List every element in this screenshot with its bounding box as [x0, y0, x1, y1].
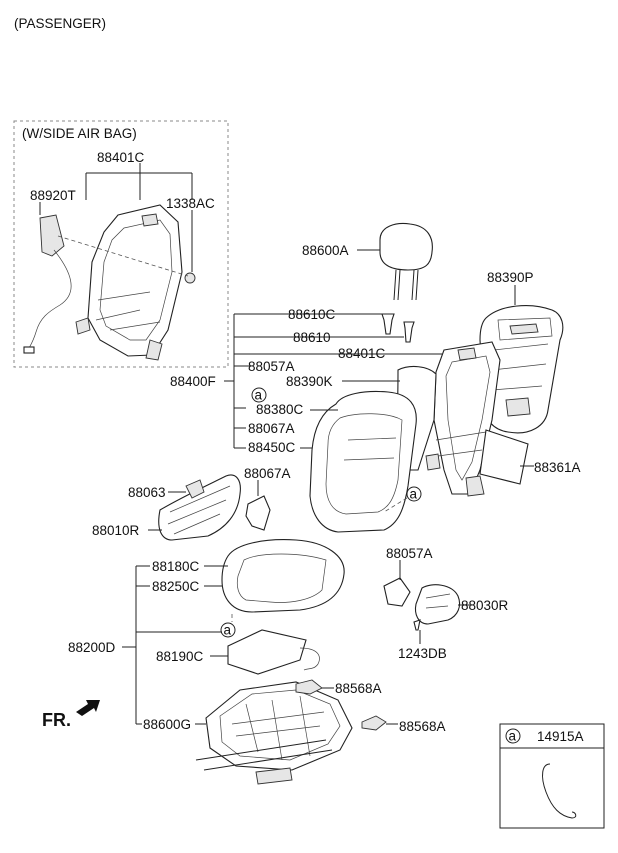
label-88067A-a: 88067A	[248, 421, 295, 436]
headrest	[379, 222, 433, 301]
seat-back-cushion	[309, 390, 417, 533]
label-88568A-b: 88568A	[399, 719, 446, 734]
label-1243DB: 1243DB	[398, 646, 447, 661]
label-88610: 88610	[293, 330, 331, 345]
part-88568A-2	[361, 715, 387, 731]
clip-14915A	[542, 763, 577, 819]
label-88401C: 88401C	[338, 346, 386, 361]
legend-ref: a	[509, 729, 517, 744]
label-88600A: 88600A	[302, 243, 349, 258]
label-88400F: 88400F	[170, 374, 216, 389]
seat-cushion	[221, 539, 345, 613]
recliner-bracket	[383, 577, 411, 607]
airbag-seat-back-frame	[75, 204, 183, 361]
side-airbag-box	[13, 120, 229, 368]
direction-label: FR.	[42, 710, 71, 730]
seat-back-cover	[479, 305, 564, 434]
label-88920T: 88920T	[30, 188, 76, 203]
label-88200D: 88200D	[68, 640, 116, 655]
label-88610C: 88610C	[288, 307, 336, 322]
cushion-pad-88190C	[227, 629, 320, 675]
label-88450C: 88450C	[248, 440, 296, 455]
label-88180C: 88180C	[152, 559, 200, 574]
label-88030R: 88030R	[461, 598, 509, 613]
callout-a-2	[406, 486, 422, 502]
seat-cushion-frame	[195, 681, 353, 785]
page-title: (PASSENGER)	[14, 16, 106, 31]
callout-a-3	[220, 622, 236, 638]
callout-a-3-letter: a	[224, 623, 232, 638]
label-88010R: 88010R	[92, 523, 140, 538]
side-shield	[158, 474, 241, 541]
label-88190C: 88190C	[156, 649, 204, 664]
front-arrow-icon	[76, 700, 100, 716]
legend-part: 14915A	[537, 729, 584, 744]
label-88600G: 88600G	[143, 717, 191, 732]
label-88401C-top: 88401C	[97, 150, 145, 165]
label-88361A: 88361A	[534, 460, 581, 475]
label-88067A-b: 88067A	[244, 466, 291, 481]
part-88568A-1	[295, 679, 323, 695]
side-airbag-box-title: (W/SIDE AIR BAG)	[22, 126, 137, 141]
label-88380C: 88380C	[256, 402, 304, 417]
label-88063: 88063	[128, 485, 166, 500]
label-88250C: 88250C	[152, 579, 200, 594]
label-88390P: 88390P	[487, 270, 534, 285]
nut-1338AC	[184, 272, 196, 284]
callout-a-1-letter: a	[255, 388, 263, 403]
callout-a-2-letter: a	[410, 487, 418, 502]
label-88057A-a: 88057A	[248, 359, 295, 374]
part-88067A	[245, 495, 271, 531]
label-88568A-a: 88568A	[335, 681, 382, 696]
label-88057A-b: 88057A	[386, 546, 433, 561]
label-88390K: 88390K	[286, 374, 333, 389]
label-1338AC: 1338AC	[166, 196, 215, 211]
headrest-guides	[381, 313, 415, 343]
seat-back-frame	[425, 341, 501, 497]
recliner-cover	[414, 584, 461, 625]
screw-1243DB	[413, 619, 421, 631]
back-board	[479, 429, 529, 485]
callout-a-1	[251, 387, 267, 403]
part-88063	[185, 479, 205, 499]
legend-box: a 14915A	[499, 723, 605, 829]
side-airbag-module	[23, 214, 72, 354]
